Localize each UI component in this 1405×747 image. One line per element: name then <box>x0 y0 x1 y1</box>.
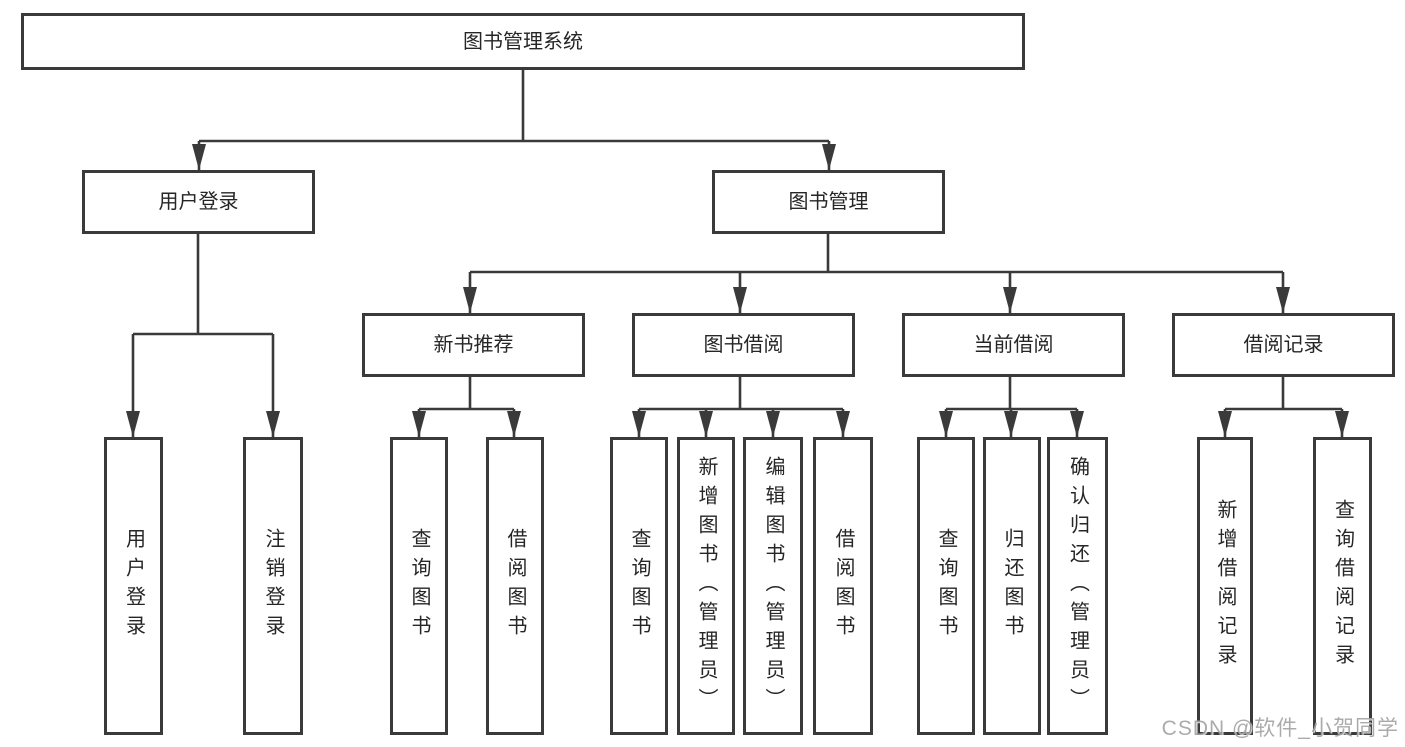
node-user-login-group: 用户登录 <box>82 170 315 234</box>
arrowhead <box>836 411 850 437</box>
node-label: 确认归还（管理员） <box>1066 455 1089 717</box>
leaf-borrowing-borrow-books: 借阅图书 <box>813 437 873 735</box>
connector-records-branch <box>1218 377 1349 445</box>
leaf-current-confirm-return-admin: 确认归还（管理员） <box>1047 437 1108 735</box>
arrowhead <box>1070 411 1084 437</box>
leaf-logout: 注销登录 <box>243 437 303 735</box>
arrowhead <box>1218 411 1232 437</box>
node-label: 查询图书 <box>628 528 650 644</box>
connector-newbook-branch <box>412 377 521 445</box>
node-label: 用户登录 <box>122 528 145 644</box>
arrowhead <box>699 411 713 437</box>
arrowhead <box>507 411 521 437</box>
arrowhead <box>632 411 646 437</box>
node-book-borrowing: 图书借阅 <box>632 313 855 377</box>
leaf-current-query-books: 查询图书 <box>917 437 975 735</box>
arrowhead <box>1004 411 1018 437</box>
node-new-book-recommend: 新书推荐 <box>362 313 585 377</box>
leaf-recommend-borrow-books: 借阅图书 <box>486 437 544 735</box>
arrowhead <box>266 411 280 437</box>
node-label: 新增借阅记录 <box>1214 499 1236 673</box>
csdn-watermark: CSDN @软件_小贺同学 <box>1161 717 1399 740</box>
node-label: 图书管理 <box>788 191 869 213</box>
arrowhead <box>822 144 836 170</box>
arrowhead <box>766 411 780 437</box>
node-label: 当前借阅 <box>973 334 1054 356</box>
arrowhead <box>126 411 140 437</box>
arrowhead <box>412 411 426 437</box>
arrowhead <box>939 411 953 437</box>
node-library-system: 图书管理系统 <box>21 13 1025 70</box>
arrowhead <box>1276 287 1290 313</box>
node-book-management: 图书管理 <box>712 170 945 234</box>
node-label: 用户登录 <box>158 191 239 213</box>
arrowhead <box>1335 411 1349 437</box>
node-label: 图书借阅 <box>703 334 784 356</box>
leaf-recommend-query-books: 查询图书 <box>390 437 448 735</box>
node-label: 查询图书 <box>408 528 430 644</box>
arrowhead <box>463 287 477 313</box>
node-label: 注销登录 <box>262 528 284 644</box>
node-label: 编辑图书（管理员） <box>762 455 784 717</box>
leaf-user-login: 用户登录 <box>104 437 163 735</box>
node-label: 图书管理系统 <box>463 30 583 53</box>
node-label: 借阅图书 <box>832 528 854 644</box>
connector-userlogin-branch <box>126 233 280 445</box>
node-label: 借阅记录 <box>1243 334 1324 356</box>
connector-currentborrow-branch <box>939 377 1084 445</box>
node-label: 查询图书 <box>935 528 957 644</box>
leaf-borrowing-query-books: 查询图书 <box>610 437 668 735</box>
leaf-records-add-record: 新增借阅记录 <box>1197 437 1253 735</box>
node-label: 新书推荐 <box>433 334 514 356</box>
leaf-borrowing-edit-books-admin: 编辑图书（管理员） <box>743 437 803 735</box>
node-current-borrowing: 当前借阅 <box>902 313 1125 377</box>
connector-bookmgmt-branch <box>463 233 1290 321</box>
node-label: 查询借阅记录 <box>1331 499 1354 673</box>
arrowhead <box>192 144 206 170</box>
node-label: 归还图书 <box>1001 528 1023 644</box>
arrowhead <box>733 287 747 313</box>
leaf-records-query-record: 查询借阅记录 <box>1313 437 1372 735</box>
connector-root-to-level2 <box>192 69 836 178</box>
leaf-current-return-books: 归还图书 <box>983 437 1041 735</box>
leaf-borrowing-add-books-admin: 新增图书（管理员） <box>677 437 735 735</box>
node-label: 借阅图书 <box>504 528 526 644</box>
arrowhead <box>1003 287 1017 313</box>
node-borrowing-records: 借阅记录 <box>1172 313 1395 377</box>
node-label: 新增图书（管理员） <box>695 455 717 717</box>
connector-bookborrow-branch <box>632 377 850 445</box>
